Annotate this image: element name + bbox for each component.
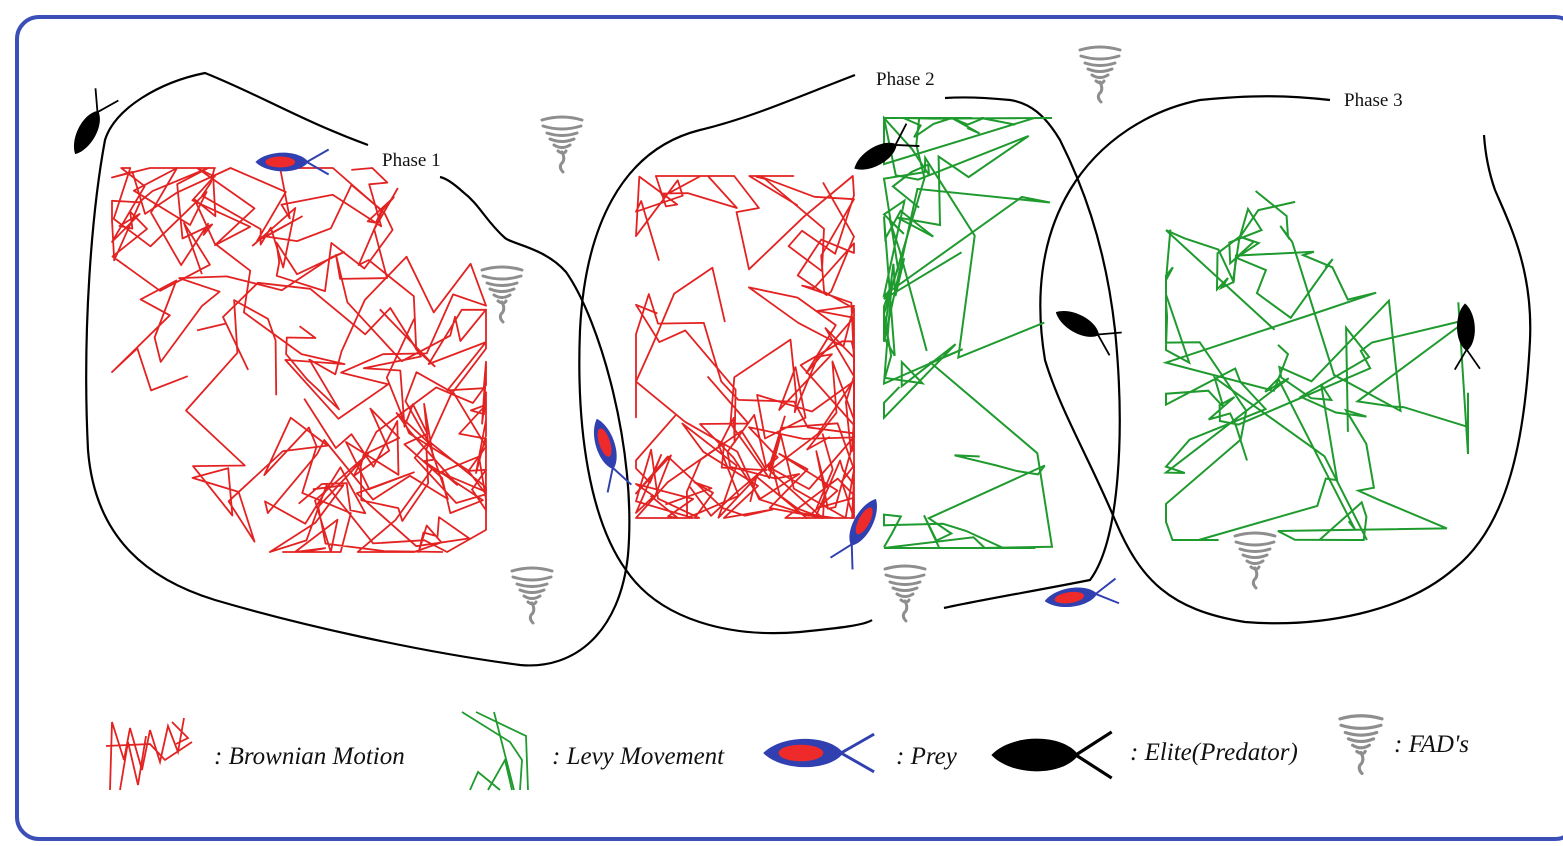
levy-path [882, 154, 1051, 360]
predator-fish-icon [1451, 302, 1481, 371]
fad-tornado-icon [1078, 45, 1122, 104]
phase-1-boundary [85, 71, 631, 667]
brownian-path [111, 167, 213, 292]
prey-fish-icon [1041, 577, 1120, 615]
brownian-path [191, 167, 487, 420]
prey-fish-icon [829, 491, 888, 571]
fad-tornado-icon [1233, 531, 1277, 590]
levy-path [882, 117, 1030, 357]
fad-tornado-icon [510, 566, 554, 625]
legend-prey-icon [761, 732, 876, 774]
diagram-frame [15, 15, 1563, 841]
phase-3-label: Phase 3 [1344, 90, 1403, 111]
prey-fish-icon [254, 148, 330, 176]
legend-brownian-label: : Brownian Motion [214, 743, 405, 770]
legend-brownian-icon [105, 717, 193, 791]
region-boundaries [85, 71, 1532, 667]
legend: : Brownian Motion : Levy Movement : Prey… [105, 711, 1469, 791]
fad-tornado-icon [883, 564, 927, 623]
legend-prey-label: : Prey [896, 743, 958, 770]
brownian-path [111, 167, 394, 392]
brownian-path [635, 413, 824, 519]
levy-path [883, 115, 1053, 209]
phase-2-boundary [578, 73, 1121, 635]
levy-path [1165, 206, 1334, 331]
brownian-path [185, 299, 443, 553]
brownian-motion-paths-phase-2 [635, 175, 855, 519]
levy-path [882, 117, 1016, 421]
levy-path [1162, 200, 1377, 392]
brownian-path [196, 281, 487, 514]
brownian-motion-paths-phase-1 [111, 167, 487, 553]
brownian-path [335, 187, 487, 522]
levy-path [1163, 367, 1368, 541]
brownian-path [635, 175, 855, 273]
levy-path [883, 454, 1046, 549]
levy-movement-paths-phase-3 [1162, 190, 1469, 541]
phase-2-label: Phase 2 [876, 69, 935, 90]
phase-3-boundary [1039, 95, 1532, 625]
legend-predator-label: : Elite(Predator) [1130, 739, 1298, 766]
legend-fad-icon [1338, 714, 1384, 776]
levy-path [882, 251, 1054, 549]
predator-fish-icon [62, 87, 120, 162]
fad-tornado-icon [480, 265, 524, 324]
brownian-path [699, 327, 855, 519]
legend-levy-icon [461, 711, 529, 791]
predator-fish-icon [1048, 299, 1123, 357]
fad-tornado-icon [540, 115, 584, 174]
levy-path [1277, 324, 1448, 541]
legend-predator-icon [989, 730, 1114, 780]
brownian-path [635, 303, 768, 519]
levy-movement-paths-phase-2 [882, 115, 1054, 549]
phase-1-label: Phase 1 [382, 150, 441, 171]
brownian-path [748, 175, 855, 374]
levy-path [1208, 302, 1469, 461]
legend-fad-label: : FAD's [1394, 731, 1469, 758]
levy-path [1165, 229, 1248, 541]
levy-path [1198, 190, 1402, 541]
legend-levy-label: : Levy Movement [552, 743, 725, 770]
